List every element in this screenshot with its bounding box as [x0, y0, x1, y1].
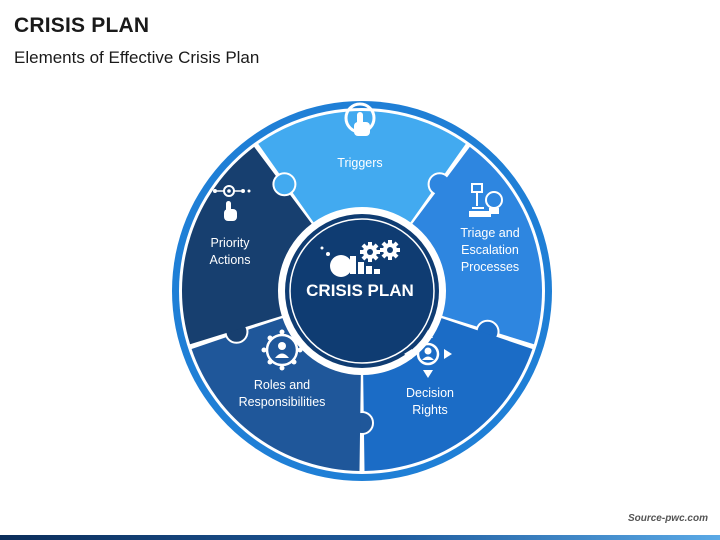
- hand-pointer-icon: [344, 102, 376, 136]
- target-pointer-icon: [213, 185, 251, 221]
- center-inner-ring: [289, 218, 435, 364]
- center-label: CRISIS PLAN: [306, 281, 414, 300]
- segment-label-priority: Priority Actions: [209, 236, 251, 267]
- user-arrows-icon: [404, 330, 452, 378]
- segment-label-decision: Decision Rights: [406, 386, 454, 417]
- page-title: CRISIS PLAN: [14, 14, 150, 37]
- segment-roles: [191, 318, 361, 471]
- bottom-accent-bar: [0, 535, 720, 540]
- puzzle-knob: [272, 172, 297, 197]
- segment-label-roles: Roles and Responsibilities: [238, 378, 326, 409]
- segment-decision: [363, 318, 533, 471]
- page-subtitle: Elements of Effective Crisis Plan: [14, 48, 260, 67]
- segment-priority: [182, 146, 312, 345]
- source-credit: Source-pwc.com: [627, 513, 708, 524]
- segment-triggers: [258, 111, 466, 223]
- team-network-icon: [261, 329, 303, 371]
- gears-chart-icon: [320, 240, 400, 277]
- segment-triage: [412, 146, 543, 345]
- center-circle: [285, 214, 439, 368]
- idea-workflow-icon: [469, 183, 503, 217]
- segment-label-triage: Triage and Escalation Processes: [460, 226, 520, 274]
- segment-label-triggers: Triggers: [337, 156, 383, 170]
